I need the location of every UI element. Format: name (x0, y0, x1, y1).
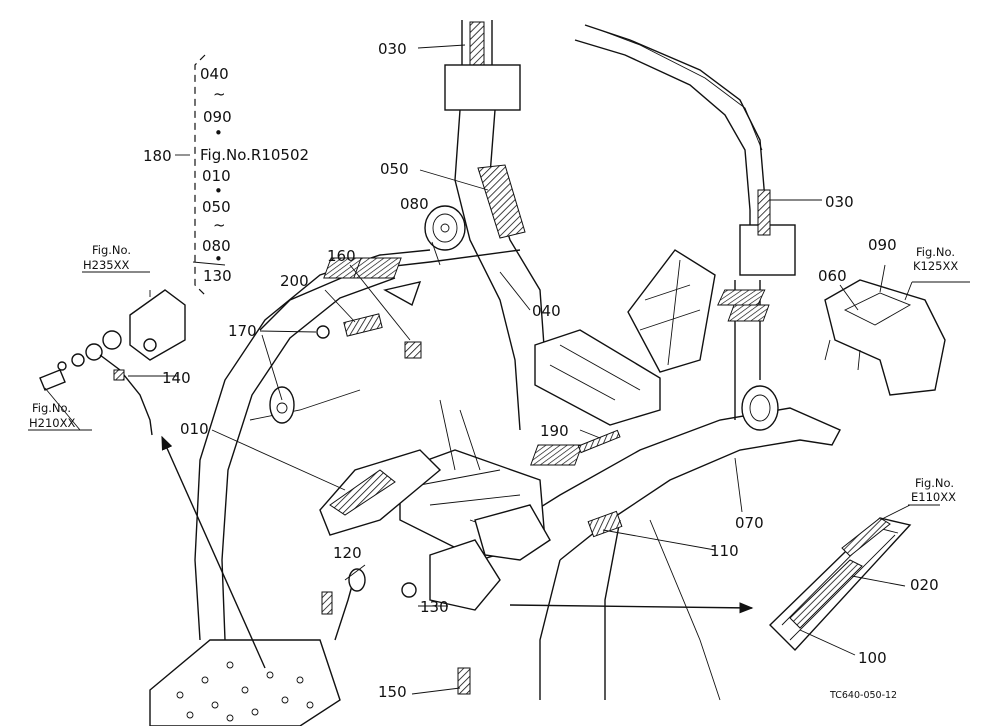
figref-h235-line1: Fig.No. (92, 243, 131, 257)
label-100: 100 (858, 649, 887, 667)
group-item: Fig.No.R10502 (200, 146, 309, 164)
group-item: 040 (200, 65, 229, 83)
foot-cover (717, 279, 946, 396)
triangle-cover (383, 281, 422, 307)
group-item: 090 (203, 108, 232, 126)
drawing-code: TC640-050-12 (829, 690, 897, 701)
hydraulic-fittings (39, 289, 186, 436)
label-200: 200 (280, 272, 309, 290)
label-140: 140 (162, 369, 191, 387)
step-pedal (769, 517, 912, 652)
label-110: 110 (710, 542, 739, 560)
label-020: 020 (910, 576, 939, 594)
group-item: ~ (213, 216, 226, 234)
plug-130 (401, 582, 417, 598)
rops-decal-right (757, 189, 771, 236)
group-item: 080 (202, 237, 231, 255)
label-160: 160 (327, 247, 356, 265)
center-mechanism (319, 399, 551, 611)
strip-190 (577, 429, 621, 454)
decal-020 (789, 559, 863, 629)
label-170: 170 (228, 322, 257, 340)
rops-left-post (444, 20, 546, 431)
leader-lines (44, 44, 970, 695)
decal-060 (727, 304, 770, 322)
arrow-to-pedal (509, 602, 754, 614)
group-item: 130 (203, 267, 232, 285)
label-030-right: 030 (825, 193, 854, 211)
label-120: 120 (333, 544, 362, 562)
decal-120 (321, 591, 333, 615)
group-180-list: 040 ~ 090 • Fig.No.R10502 010 • 050 ~ 08… (200, 65, 309, 285)
label-010: 010 (180, 420, 209, 438)
label-180: 180 (143, 147, 172, 165)
decal-010 (329, 469, 396, 516)
seat-back-panel (627, 249, 716, 373)
label-060: 060 (818, 267, 847, 285)
group-item: • (214, 250, 223, 268)
floor-plate (149, 568, 471, 726)
decal-140 (113, 369, 125, 381)
group-item: • (214, 124, 223, 142)
group-bracket-180 (194, 54, 206, 296)
group-item: • (214, 182, 223, 200)
rops-frame (574, 24, 796, 420)
right-fender (519, 385, 841, 701)
arrow-to-hydraulics (161, 435, 266, 669)
decal-110 (587, 510, 623, 538)
decal-040 (353, 257, 402, 279)
decal-200 (343, 313, 383, 337)
right-knob (741, 385, 779, 431)
label-130: 130 (420, 598, 449, 616)
figref-e110-line2: E110XX (911, 490, 956, 504)
label-040: 040 (532, 302, 561, 320)
lever-knob (348, 568, 366, 592)
decal-090 (717, 289, 766, 306)
post-decal-050 (477, 164, 526, 239)
label-150: 150 (378, 683, 407, 701)
figref-k125-line1: Fig.No. (916, 245, 955, 259)
group-item: 010 (202, 167, 231, 185)
decal-150 (457, 667, 471, 695)
figref-h235-line2: H235XX (83, 258, 129, 272)
figref-h210-line2: H210XX (29, 416, 75, 430)
figref-k125-line2: K125XX (913, 259, 958, 273)
group-item: ~ (213, 85, 226, 103)
decal-160 (404, 341, 422, 359)
label-050: 050 (380, 160, 409, 178)
label-190: 190 (540, 422, 569, 440)
decal-070 (530, 444, 583, 466)
fender-knob (424, 205, 466, 251)
label-070: 070 (735, 514, 764, 532)
figref-e110-line1: Fig.No. (915, 476, 954, 490)
plug-170 (316, 325, 330, 339)
label-080: 080 (400, 195, 429, 213)
label-030-top: 030 (378, 40, 407, 58)
label-090: 090 (868, 236, 897, 254)
figref-h210-line1: Fig.No. (32, 401, 71, 415)
group-item: 050 (202, 198, 231, 216)
console-cover (534, 329, 661, 426)
